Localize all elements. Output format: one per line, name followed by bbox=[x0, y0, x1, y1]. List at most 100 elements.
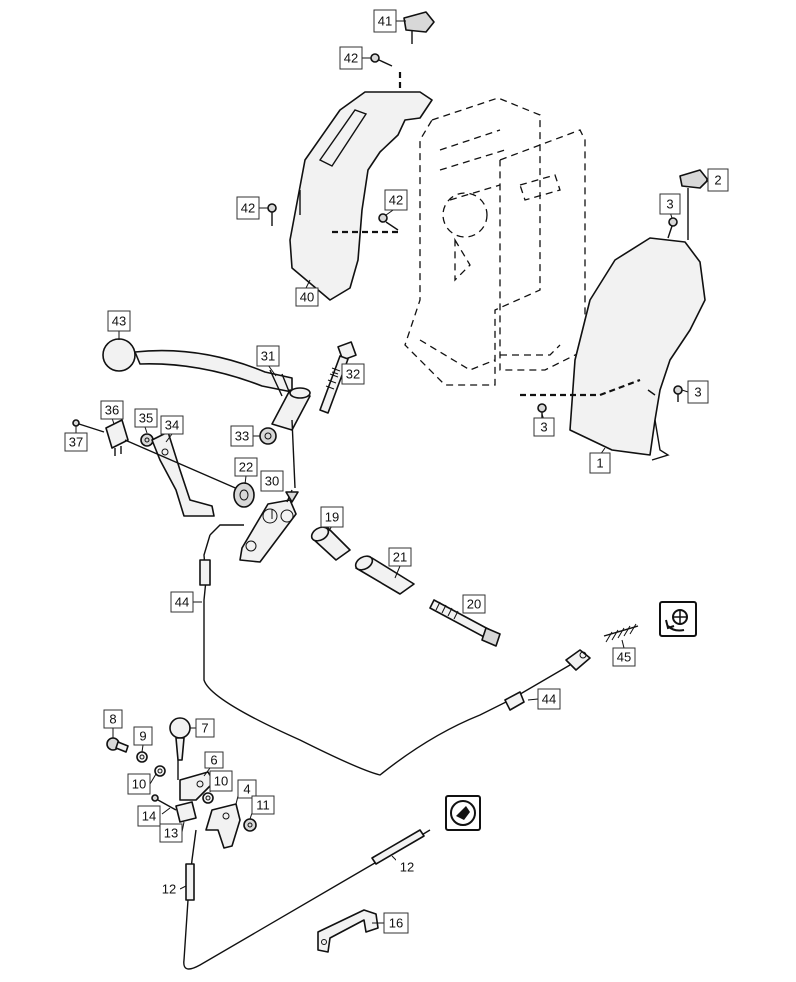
switch-part-36 bbox=[105, 419, 129, 456]
lever-plate-part-6 bbox=[179, 771, 215, 801]
callout-label: 40 bbox=[300, 290, 314, 305]
callout-43: 43 bbox=[107, 310, 131, 332]
callout-10: 10 bbox=[209, 770, 233, 792]
bolt-part-20 bbox=[429, 599, 501, 647]
cable-part-44 bbox=[199, 524, 591, 776]
callout-label: 34 bbox=[165, 418, 179, 433]
frame-panel-dashed bbox=[404, 97, 586, 386]
nut-part-11 bbox=[243, 818, 257, 832]
left-shroud-part-40 bbox=[289, 72, 433, 301]
callout-label: 21 bbox=[393, 550, 407, 565]
callout-9: 9 bbox=[133, 726, 153, 746]
callout-label: 43 bbox=[112, 314, 126, 329]
callout-13: 13 bbox=[159, 823, 183, 843]
drive-control-icon bbox=[445, 795, 481, 831]
bolt-part-8 bbox=[106, 737, 129, 753]
callout-label: 22 bbox=[239, 460, 253, 475]
callout-label: 14 bbox=[142, 809, 156, 824]
callout-37: 37 bbox=[64, 432, 88, 452]
callout-label: 7 bbox=[201, 721, 208, 736]
callout-label: 19 bbox=[325, 510, 339, 525]
callout-label: 11 bbox=[256, 798, 270, 813]
callout-42: 42 bbox=[384, 189, 408, 211]
callout-8: 8 bbox=[103, 709, 123, 729]
callout-label: 33 bbox=[235, 429, 249, 444]
callout-44: 44 bbox=[170, 591, 194, 613]
callout-30: 30 bbox=[260, 470, 284, 492]
callout-4: 4 bbox=[237, 779, 257, 799]
bushing-part-22 bbox=[233, 482, 255, 508]
callout-3: 3 bbox=[533, 417, 555, 437]
callout-41: 41 bbox=[373, 9, 397, 33]
callout-3: 3 bbox=[687, 380, 709, 404]
callout-12: 12 bbox=[396, 857, 418, 877]
callout-16: 16 bbox=[383, 912, 409, 934]
callout-3: 3 bbox=[659, 193, 681, 215]
bracket-part-16 bbox=[317, 909, 379, 953]
control-rod-part-43 bbox=[102, 338, 293, 397]
callout-label: 3 bbox=[694, 385, 701, 400]
callout-label: 13 bbox=[164, 826, 178, 841]
bolt-part-32 bbox=[319, 341, 357, 414]
bracket-part-34 bbox=[151, 431, 215, 517]
callout-label: 31 bbox=[261, 349, 275, 364]
callout-label: 32 bbox=[346, 367, 360, 382]
knob-part-41 bbox=[403, 11, 435, 44]
callout-label: 8 bbox=[109, 712, 116, 727]
callout-label: 2 bbox=[714, 173, 721, 188]
callout-45: 45 bbox=[612, 647, 636, 667]
callout-label: 9 bbox=[139, 729, 146, 744]
spacer-part-19 bbox=[310, 526, 351, 561]
screw-part-42 bbox=[267, 53, 399, 231]
spacer-part-21 bbox=[354, 555, 415, 595]
spacer-part-31 bbox=[271, 387, 311, 431]
washer-part-9 bbox=[136, 751, 148, 763]
callout-label: 6 bbox=[210, 753, 217, 768]
callout-label: 37 bbox=[69, 435, 83, 450]
callout-label: 30 bbox=[265, 474, 279, 489]
bracket-part-4 bbox=[205, 803, 241, 849]
callout-label: 4 bbox=[243, 782, 250, 797]
lever-knob-part-7 bbox=[169, 717, 191, 780]
callout-32: 32 bbox=[341, 363, 365, 385]
callout-label: 12 bbox=[162, 882, 176, 897]
callout-label: 1 bbox=[596, 456, 603, 471]
knob-part-2 bbox=[679, 169, 709, 240]
callout-31: 31 bbox=[256, 345, 280, 367]
screw-part-37 bbox=[72, 419, 105, 433]
callout-14: 14 bbox=[137, 805, 161, 827]
callout-label: 20 bbox=[467, 597, 481, 612]
auger-control-icon bbox=[659, 601, 697, 637]
washer-part-10 bbox=[154, 765, 214, 804]
callout-40: 40 bbox=[295, 287, 319, 307]
callout-1: 1 bbox=[589, 452, 611, 474]
callout-label: 12 bbox=[400, 860, 414, 875]
callout-22: 22 bbox=[234, 457, 258, 477]
callout-11: 11 bbox=[251, 795, 275, 815]
callout-34: 34 bbox=[160, 415, 184, 435]
lever-plate-part-30 bbox=[239, 419, 299, 563]
callout-33: 33 bbox=[230, 425, 254, 447]
callout-42: 42 bbox=[236, 196, 260, 220]
callout-2: 2 bbox=[707, 168, 729, 192]
callout-label: 42 bbox=[389, 193, 403, 208]
callout-12: 12 bbox=[158, 879, 180, 899]
callout-label: 44 bbox=[175, 595, 189, 610]
callout-label: 44 bbox=[542, 692, 556, 707]
callout-36: 36 bbox=[100, 400, 124, 420]
callout-label: 3 bbox=[540, 420, 547, 435]
callout-label: 42 bbox=[344, 51, 358, 66]
callout-label: 36 bbox=[105, 403, 119, 418]
screw-part-14 bbox=[151, 794, 177, 811]
cable-part-12 bbox=[183, 829, 431, 970]
callout-19: 19 bbox=[320, 506, 344, 528]
callout-label: 41 bbox=[378, 14, 392, 29]
plate-part-13 bbox=[175, 801, 197, 823]
callout-label: 3 bbox=[666, 197, 673, 212]
callout-label: 10 bbox=[132, 777, 146, 792]
callout-label: 16 bbox=[389, 916, 403, 931]
callout-label: 45 bbox=[617, 650, 631, 665]
spring-part-45 bbox=[603, 623, 639, 643]
callout-42: 42 bbox=[339, 46, 363, 70]
